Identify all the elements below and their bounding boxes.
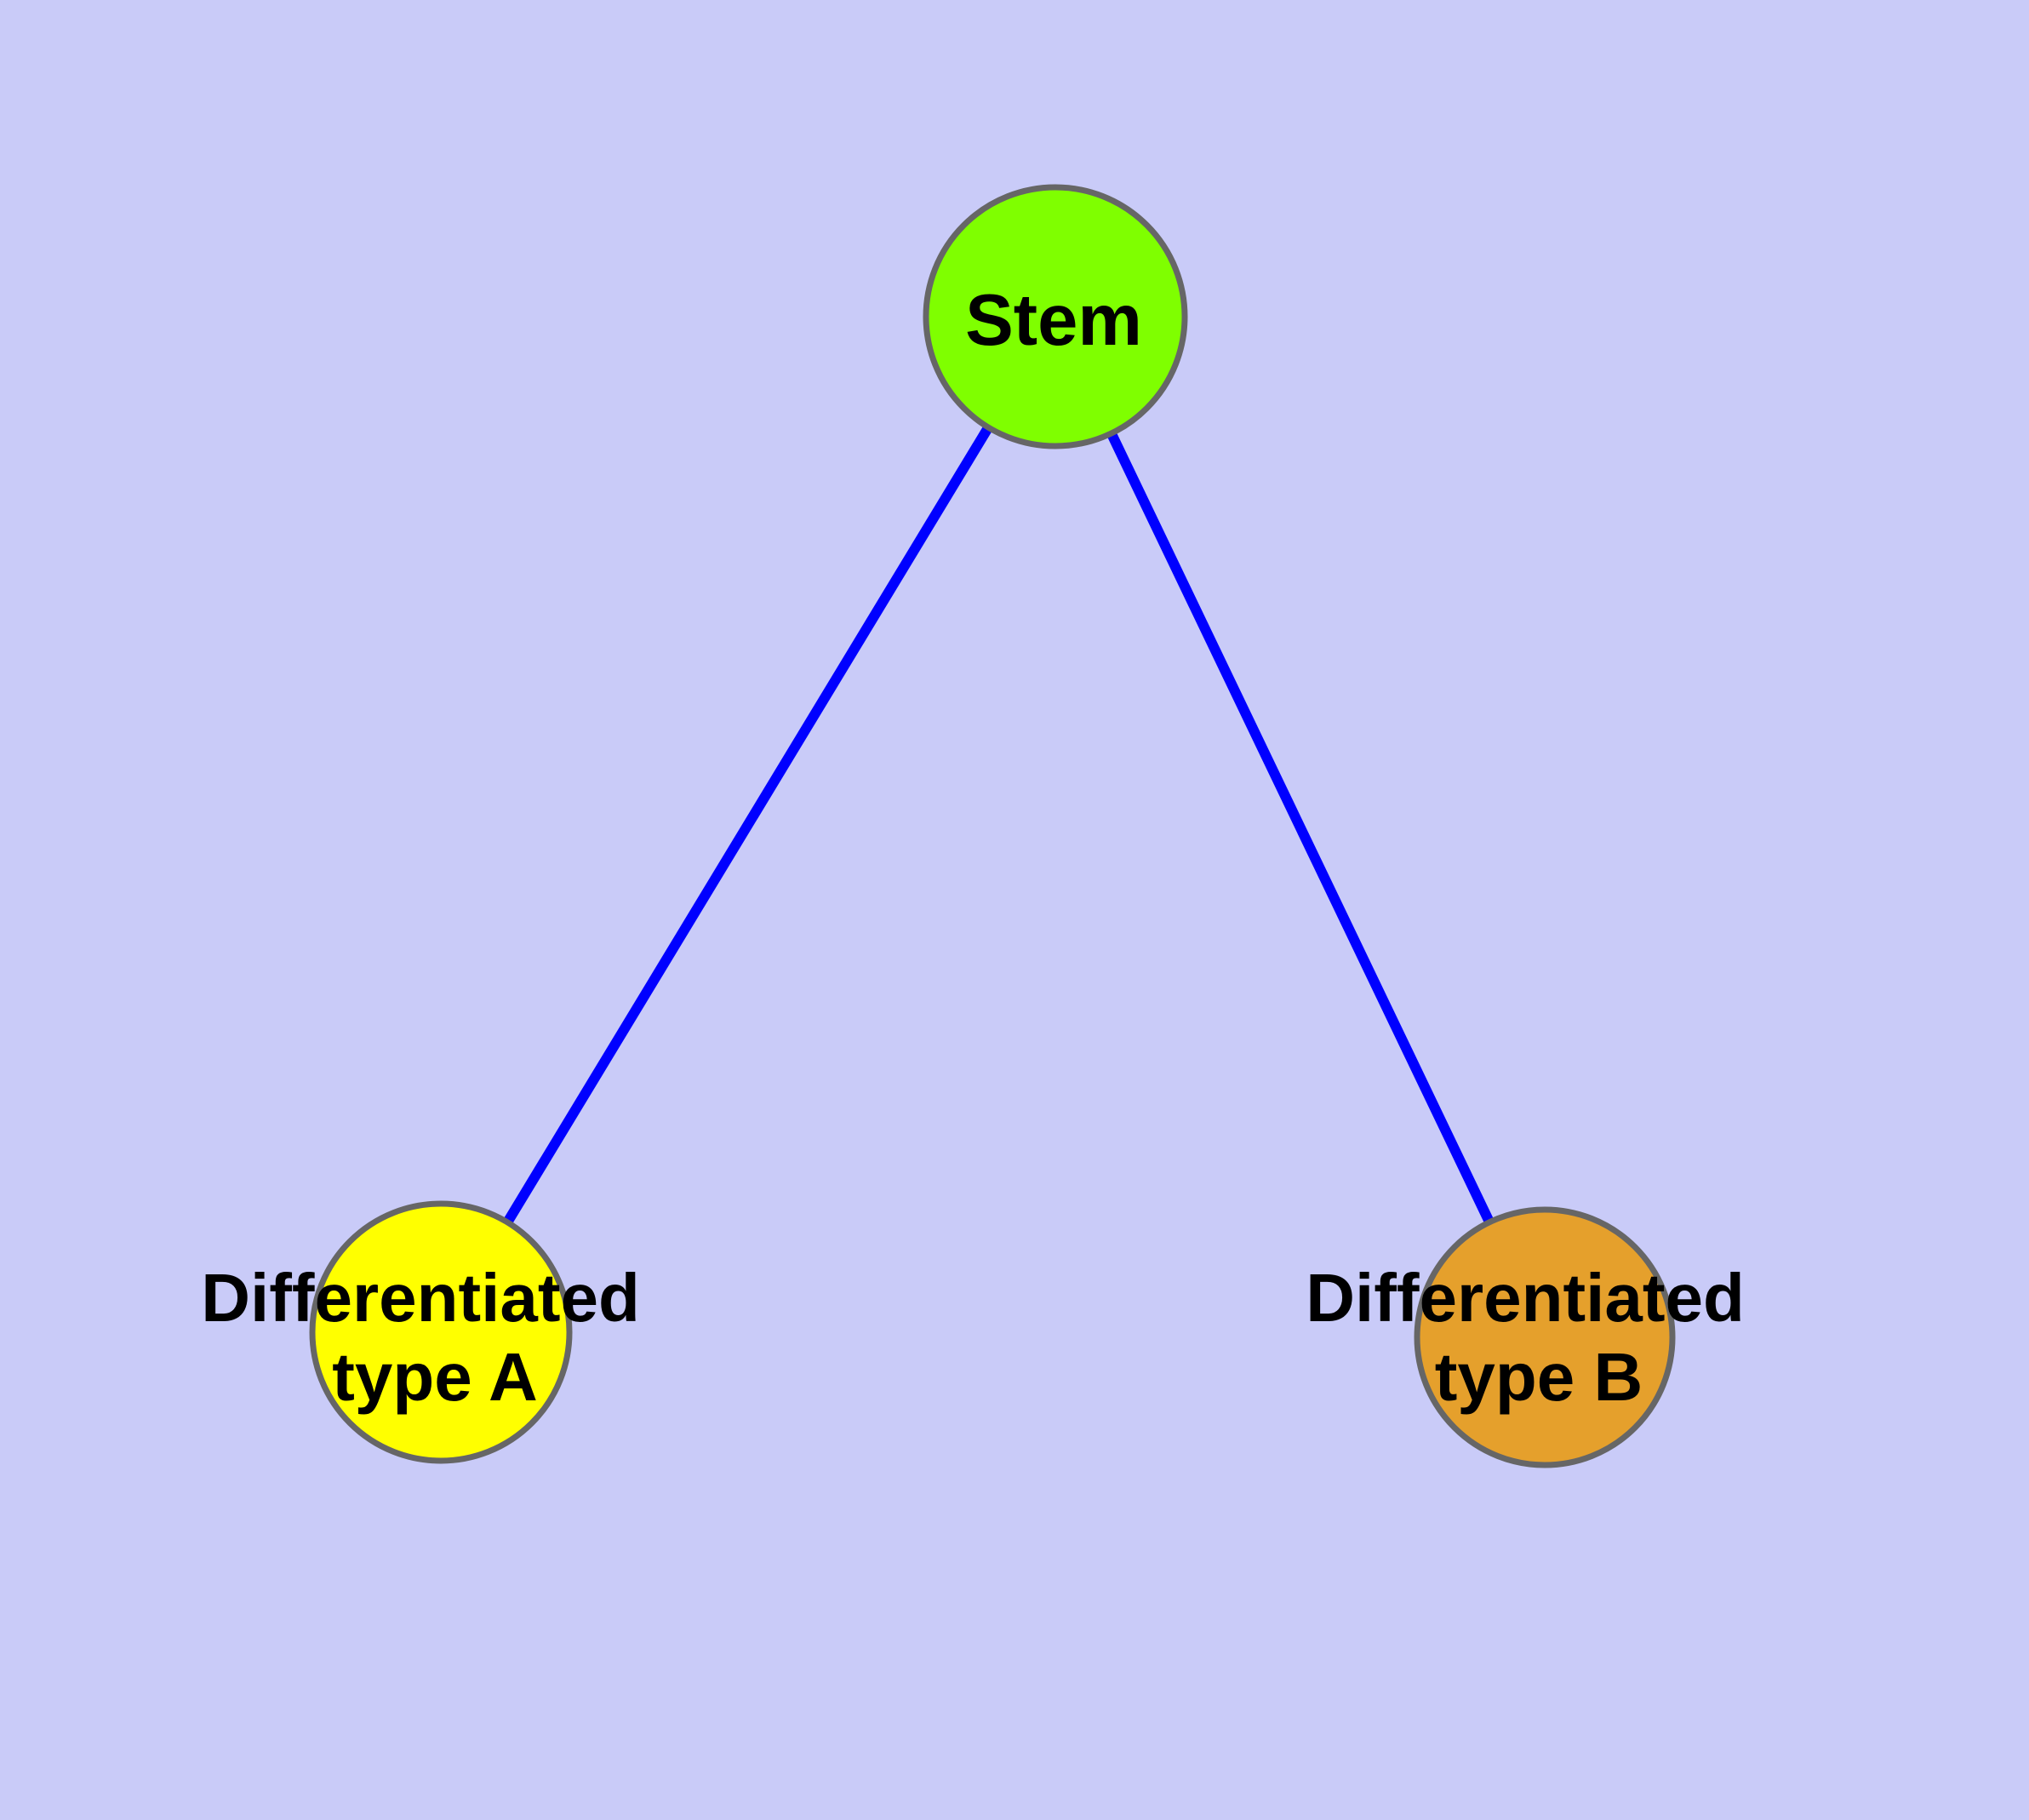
node-label-diff-b-line2: type B: [1435, 1339, 1643, 1415]
edge-layer: [503, 424, 1495, 1225]
node-label-stem: Stem: [965, 280, 1142, 361]
node-circle-diff-a[interactable]: [309, 1200, 573, 1464]
node-label-diff-a-line1: Differentiated: [201, 1260, 640, 1336]
node-label-diff-a-line2: type A: [332, 1339, 538, 1415]
node-circle-stem[interactable]: [923, 184, 1188, 449]
node-label-diff-b-line1: Differentiated: [1306, 1260, 1745, 1336]
node-circle-diff-b[interactable]: [1414, 1206, 1676, 1468]
node-layer: [309, 184, 1676, 1468]
edge-stem-to-diff-a[interactable]: [503, 424, 993, 1225]
edge-stem-to-diff-b[interactable]: [1106, 431, 1495, 1225]
label-layer: Stem Differentiated type A Differentiate…: [201, 280, 1745, 1415]
